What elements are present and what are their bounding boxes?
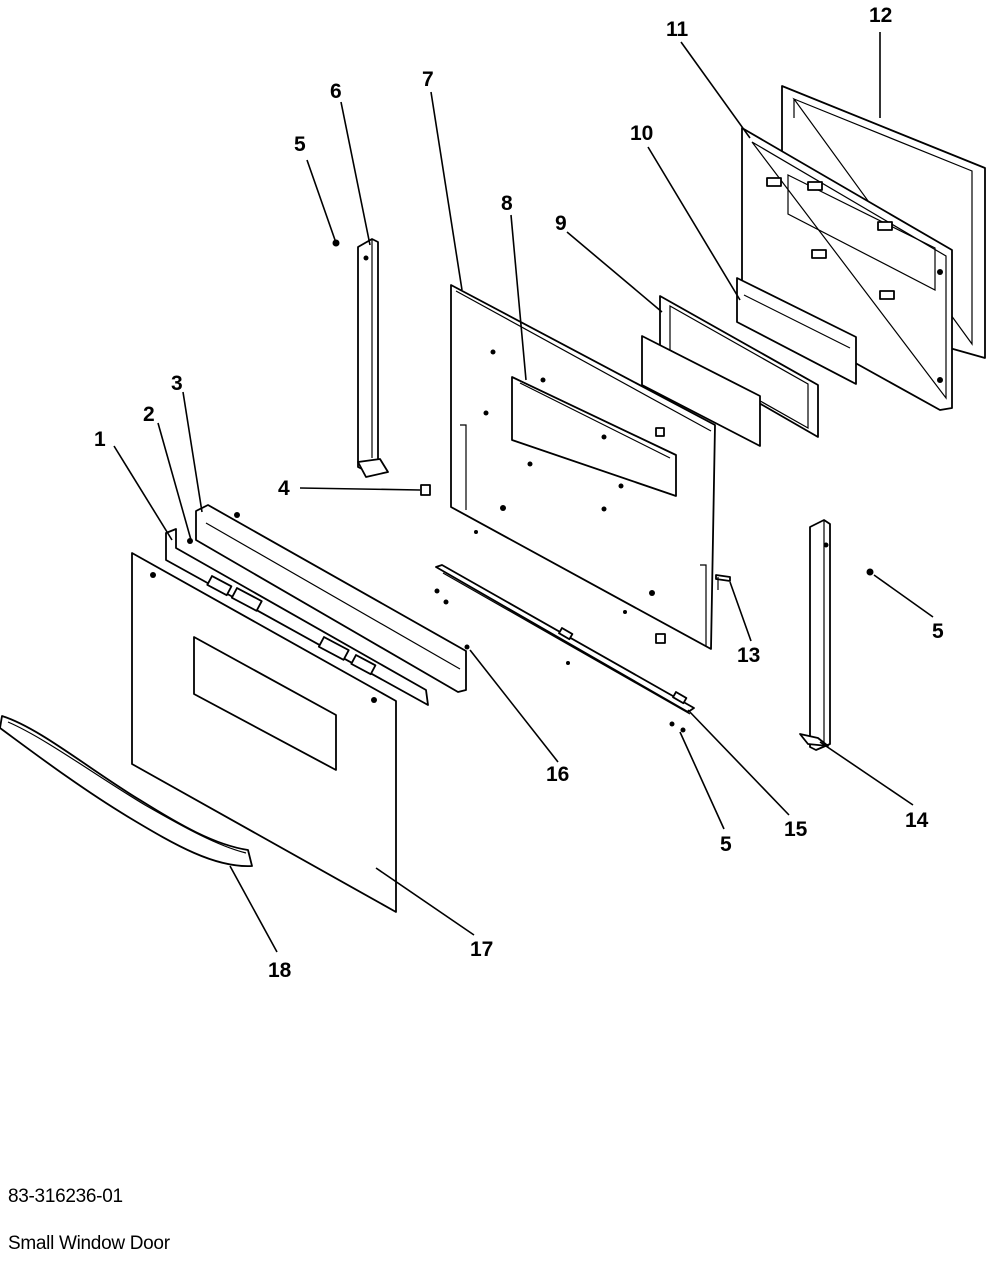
callout-10: 10 [630,122,653,145]
callout-labels: 1 2 3 4 5 5 5 6 7 8 9 10 11 12 13 14 15 … [94,4,944,982]
callout-15: 15 [784,818,808,841]
part-14-right-channel [799,519,831,751]
callout-5a: 5 [294,133,306,156]
callout-1: 1 [94,428,106,451]
callout-2: 2 [143,403,155,426]
diagram-part-number: 83-316236-01 [8,1186,123,1207]
callout-5c: 5 [720,833,732,856]
callout-3: 3 [171,372,183,395]
part-11-inner-panel [741,127,953,411]
part-17-outer-glass [131,552,397,913]
callout-14: 14 [905,809,929,832]
callout-16: 16 [546,763,569,786]
part-18-door-handle [0,715,253,867]
callout-12: 12 [869,4,892,27]
callout-4: 4 [278,477,290,500]
part-1-2-control-strip [165,528,429,706]
callout-9: 9 [555,212,567,235]
callout-8: 8 [501,192,513,215]
part-9-window-pack [641,295,819,447]
part-3-top-trim [195,504,467,693]
part-10-glass-pane [736,277,857,385]
part-6-left-channel [357,238,389,478]
callout-6: 6 [330,80,342,103]
callout-11: 11 [666,18,689,41]
callout-5b: 5 [932,620,944,643]
leader-lines [113,32,934,953]
part-15-hinge-bar [434,564,695,733]
diagram-title: Small Window Door [8,1233,170,1254]
callout-18: 18 [268,959,292,982]
fasteners [234,239,874,650]
part-7-door-liner [450,284,716,650]
callout-7: 7 [422,68,434,91]
callout-17: 17 [470,938,493,961]
callout-13: 13 [737,644,760,667]
